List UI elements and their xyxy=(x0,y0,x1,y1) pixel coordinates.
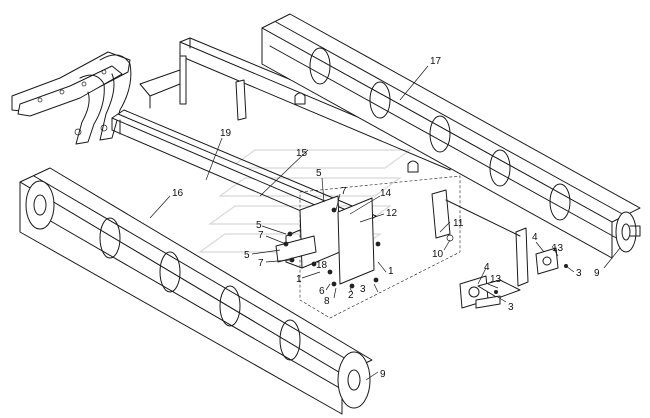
callout-6: 6 xyxy=(319,286,325,297)
callout-16: 16 xyxy=(172,188,184,199)
callout-1: 1 xyxy=(296,274,302,285)
callout-1b: 1 xyxy=(388,266,394,277)
callouts: 17 19 15 16 7 5 14 12 11 10 5 7 5 7 18 1… xyxy=(172,56,600,380)
leader-lines xyxy=(149,65,621,381)
callout-18: 18 xyxy=(316,260,328,271)
center-bracket xyxy=(275,175,461,319)
callout-17: 17 xyxy=(430,56,442,67)
callout-11: 11 xyxy=(453,218,464,229)
callout-13b: 13 xyxy=(552,243,564,254)
callout-2: 2 xyxy=(348,290,354,301)
roller-front xyxy=(19,167,373,415)
callout-10: 10 xyxy=(432,249,444,260)
callout-4: 4 xyxy=(484,262,490,273)
callout-9b: 9 xyxy=(594,268,600,279)
callout-3b: 3 xyxy=(508,302,514,313)
callout-12: 12 xyxy=(386,208,398,219)
callout-3: 3 xyxy=(360,284,366,295)
callout-7: 7 xyxy=(341,186,347,197)
hitch-plates xyxy=(11,51,132,145)
callout-5b: 5 xyxy=(256,220,262,231)
callout-14: 14 xyxy=(380,188,392,199)
callout-19: 19 xyxy=(220,128,232,139)
callout-13: 13 xyxy=(490,274,502,285)
callout-5c: 5 xyxy=(244,250,250,261)
callout-5: 5 xyxy=(316,168,322,179)
callout-9: 9 xyxy=(380,369,386,380)
callout-8: 8 xyxy=(324,296,330,307)
callout-15: 15 xyxy=(296,148,308,159)
callout-7c: 7 xyxy=(258,258,264,269)
callout-4b: 4 xyxy=(532,232,538,243)
callout-7b: 7 xyxy=(258,230,264,241)
bearing-bracket xyxy=(459,247,568,309)
callout-3c: 3 xyxy=(576,268,582,279)
